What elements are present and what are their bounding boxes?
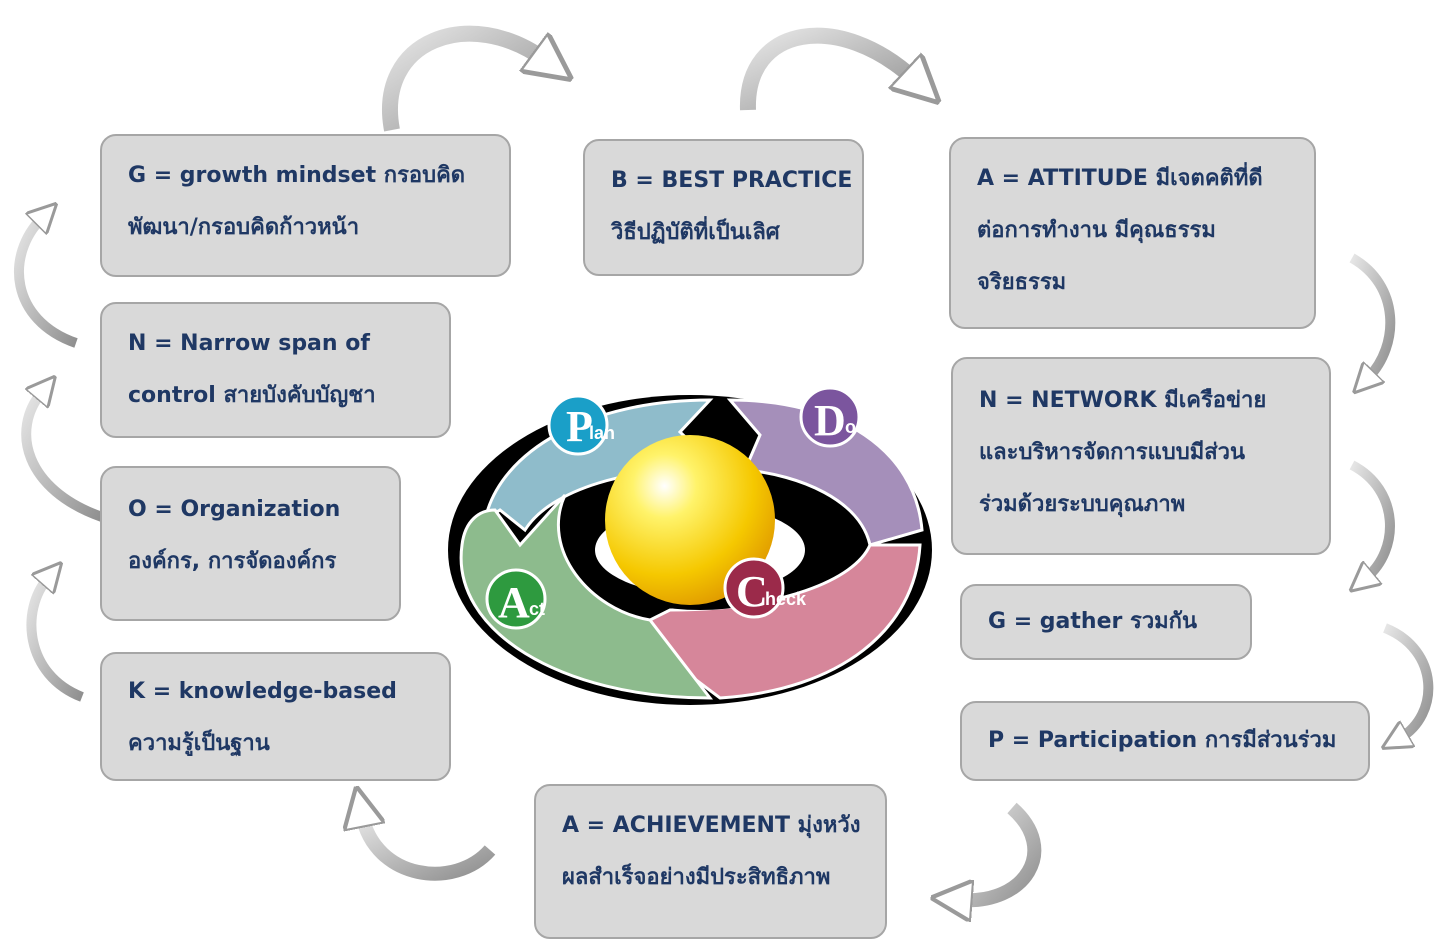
- pdca-sphere: [605, 435, 775, 605]
- pdca-segment-plan: [482, 398, 724, 533]
- plan-badge: [547, 394, 609, 456]
- box-best-line1: B = BEST PRACTICE: [611, 168, 853, 193]
- check-big-letter: C: [736, 567, 768, 616]
- box-ach-line1: A = ACHIEVEMENT มุ่งหวัง: [562, 813, 861, 838]
- act-big-letter: A: [498, 578, 530, 627]
- arrow-g-to-p: [1385, 623, 1434, 738]
- box-net-line1: N = NETWORK มีเครือข่าย: [979, 388, 1267, 413]
- box-organization: O = Organization องค์กร, การจัดองค์กร: [100, 466, 401, 621]
- do-rest: o: [845, 417, 856, 437]
- box-growth-line1: G = growth mindset กรอบคิด: [128, 163, 466, 188]
- box-gather-line1: G = gather รวมกัน: [988, 609, 1198, 634]
- do-big-letter: D: [814, 396, 846, 445]
- arrow-k-to-o: [26, 578, 84, 702]
- box-know-line2: ความรู้เป็นฐาน: [128, 731, 270, 756]
- box-network: N = NETWORK มีเครือข่าย และบริหารจัดการแ…: [951, 357, 1331, 555]
- plan-rest: lan: [589, 423, 615, 443]
- box-net-line2: และบริหารจัดการแบบมีส่วน: [979, 440, 1246, 465]
- box-growth-line2: พัฒนา/กรอบคิดก้าวหน้า: [128, 215, 360, 240]
- box-narrow-span: N = Narrow span of control สายบังคับบัญช…: [100, 302, 451, 438]
- box-net-line3: ร่วมด้วยระบบคุณภาพ: [979, 492, 1186, 517]
- box-narrow-line2: control สายบังคับบัญชา: [128, 383, 376, 408]
- box-org-line1: O = Organization: [128, 497, 341, 522]
- box-knowledge: K = knowledge-based ความรู้เป็นฐาน: [100, 652, 451, 781]
- box-best-line2: วิธีปฏิบัติที่เป็นเลิศ: [611, 220, 780, 245]
- box-gather: G = gather รวมกัน: [960, 584, 1252, 660]
- plan-big-letter: P: [566, 402, 593, 451]
- arrow-b-to-a: [739, 27, 915, 111]
- box-achievement: A = ACHIEVEMENT มุ่งหวัง ผลสำเร็จอย่างมี…: [534, 784, 887, 939]
- pdca-label-plan: P lan: [547, 394, 615, 456]
- arrow-n-to-g: [1352, 460, 1395, 578]
- box-att-line1: A = ATTITUDE มีเจตคติที่ดี: [977, 166, 1263, 191]
- box-att-line3: จริยธรรม: [977, 270, 1067, 295]
- arrow-g-to-b: [382, 25, 545, 132]
- box-att-line2: ต่อการทำงาน มีคุณธรรม: [977, 218, 1216, 243]
- box-attitude: A = ATTITUDE มีเจตคติที่ดี ต่อการทำงาน ม…: [949, 137, 1316, 329]
- box-narrow-line1: N = Narrow span of: [128, 331, 370, 356]
- arrow-n-to-g2: [14, 218, 78, 348]
- arrow-p-to-ach: [960, 802, 1042, 900]
- do-badge: [799, 386, 861, 448]
- act-rest: ct: [529, 599, 545, 619]
- arrow-o-to-n: [21, 392, 104, 522]
- box-part-line1: P = Participation การมีส่วนร่วม: [988, 728, 1337, 753]
- box-ach-line2: ผลสำเร็จอย่างมีประสิทธิภาพ: [562, 865, 831, 890]
- check-badge: [723, 557, 785, 619]
- box-best-practice: B = BEST PRACTICE วิธีปฏิบัติที่เป็นเลิศ: [583, 139, 864, 276]
- arrow-a-to-n: [1349, 253, 1396, 378]
- check-rest: heck: [765, 589, 807, 609]
- pdca-cycle: P lan D o C heck A ct: [448, 386, 932, 705]
- pdca-label-do: D o: [799, 386, 861, 448]
- box-org-line2: องค์กร, การจัดองค์กร: [128, 549, 337, 574]
- arrow-ach-to-k: [362, 815, 496, 881]
- pdca-label-act: A ct: [485, 568, 547, 630]
- box-growth-mindset: G = growth mindset กรอบคิด พัฒนา/กรอบคิด…: [100, 134, 511, 277]
- box-participation: P = Participation การมีส่วนร่วม: [960, 701, 1370, 781]
- box-know-line1: K = knowledge-based: [128, 679, 397, 704]
- act-badge: [485, 568, 547, 630]
- pdca-label-check: C heck: [723, 557, 807, 619]
- pdca-segment-act: [459, 493, 714, 700]
